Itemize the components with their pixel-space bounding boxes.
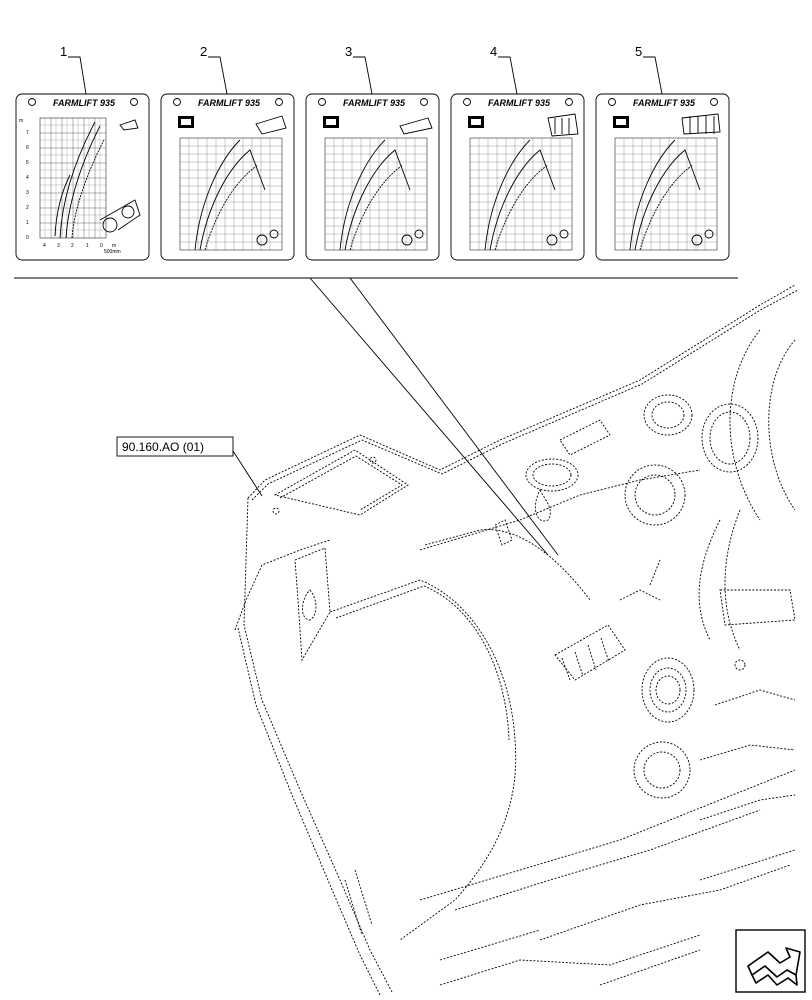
callout-number-5: 5 (635, 44, 642, 59)
load-chart-2 (178, 115, 287, 251)
label-card-5[interactable]: 5 FARMLIFT 935 (595, 44, 730, 261)
label-card-2[interactable]: 2 FARMLIFT 935 (160, 44, 295, 261)
label-card-4[interactable]: 4 FARMLIFT 935 (450, 44, 585, 261)
x-tick-4: 4 (43, 243, 46, 249)
pointer-line-left (309, 277, 549, 556)
load-chart-4 (468, 113, 579, 251)
x-tick-0: 0 (100, 243, 103, 249)
y-tick-6: 6 (26, 145, 29, 151)
y-tick-3: 3 (26, 190, 29, 196)
y-tick-2: 2 (26, 205, 29, 211)
chart-unit-1: m (19, 118, 23, 124)
y-tick-4: 4 (26, 175, 29, 181)
card-title-3: FARMLIFT 935 (343, 98, 406, 108)
callout-number-2: 2 (200, 44, 207, 59)
callout-leader-5 (643, 56, 663, 95)
load-chart-3 (323, 116, 433, 251)
label-card-1[interactable]: 1 FARMLIFT 935 m 7 6 5 4 3 2 1 0 4 3 2 (15, 44, 150, 261)
dashboard-drawing (234, 284, 799, 996)
reference-leader (232, 450, 263, 497)
callout-number-1: 1 (60, 44, 67, 59)
y-tick-1: 1 (26, 220, 29, 226)
next-page-arrow-icon[interactable] (735, 929, 806, 993)
callout-leader-2 (208, 56, 228, 95)
x-tick-2: 2 (71, 243, 74, 249)
reference-label: 90.160.AO (01) (122, 440, 204, 454)
card-title-1: FARMLIFT 935 (53, 98, 116, 108)
label-card-3[interactable]: 3 FARMLIFT 935 (305, 44, 440, 261)
chart-unit-x-1: m (112, 243, 116, 249)
x-tick-1: 1 (86, 243, 89, 249)
callout-number-4: 4 (490, 44, 497, 59)
callout-leader-1 (68, 56, 87, 95)
load-chart-1: m 7 6 5 4 3 2 1 0 4 3 2 1 0 m 500mm (19, 117, 141, 255)
reference-callout[interactable]: 90.160.AO (01) (116, 436, 263, 497)
y-tick-5: 5 (26, 160, 29, 166)
card-title-4: FARMLIFT 935 (488, 98, 551, 108)
callout-leader-3 (353, 56, 373, 95)
y-tick-7: 7 (26, 130, 29, 136)
pointer-line-right (349, 277, 559, 556)
card-title-5: FARMLIFT 935 (633, 98, 696, 108)
y-tick-0: 0 (26, 235, 29, 241)
chart-footnote-1: 500mm (104, 249, 121, 255)
card-title-2: FARMLIFT 935 (198, 98, 261, 108)
load-chart-5 (613, 113, 721, 251)
callout-leader-4 (498, 56, 518, 95)
callout-number-3: 3 (345, 44, 352, 59)
x-tick-3: 3 (57, 243, 60, 249)
